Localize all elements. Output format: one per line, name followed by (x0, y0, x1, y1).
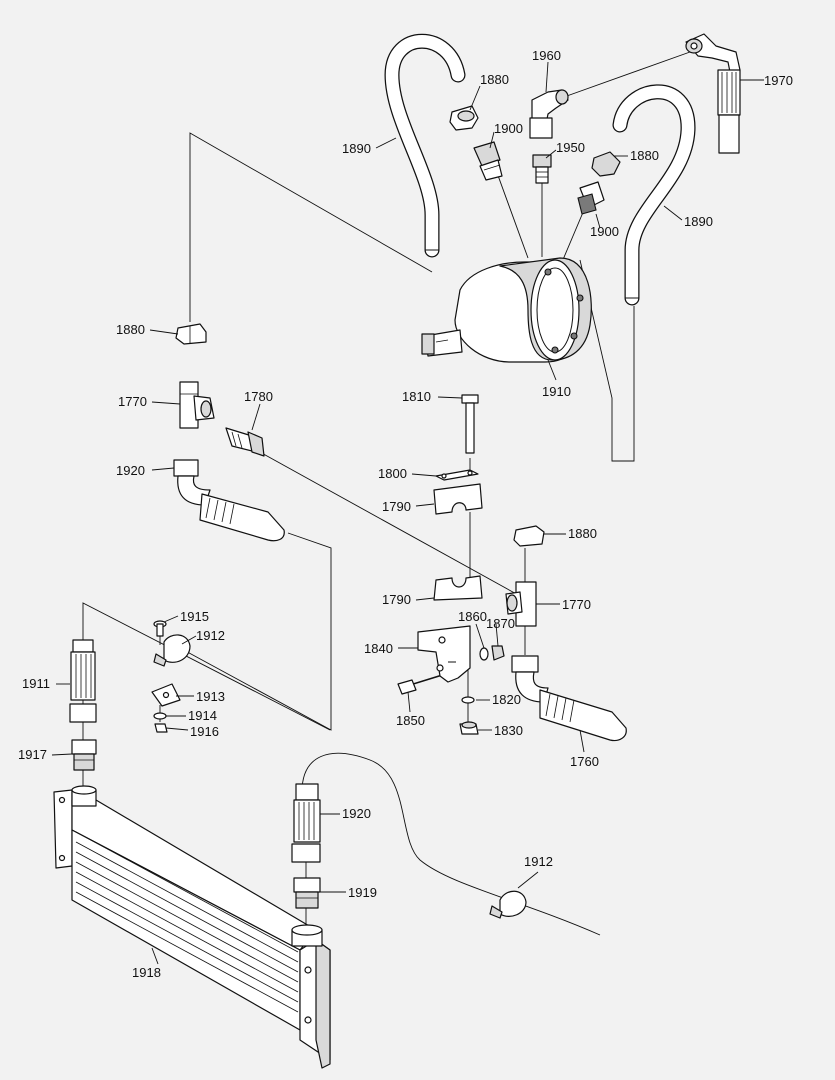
label-1960: 1960 (532, 48, 561, 63)
label-1770-b: 1770 (562, 597, 591, 612)
clamp-1790-lower (433, 575, 483, 601)
washer-1914 (153, 712, 167, 720)
label-1900-b: 1900 (590, 224, 619, 239)
hose-1890-right (612, 84, 696, 306)
label-1912-b: 1912 (524, 854, 553, 869)
label-1880-d: 1880 (568, 526, 597, 541)
nut-1870 (491, 645, 505, 661)
clamp-1912-upper (153, 634, 191, 667)
label-1880-b: 1880 (630, 148, 659, 163)
adapter-1900-right (577, 181, 605, 215)
hose-1970 (685, 33, 741, 154)
screw-1915 (153, 620, 167, 637)
label-1790-a: 1790 (382, 499, 411, 514)
label-1800: 1800 (378, 466, 407, 481)
label-1913: 1913 (196, 689, 225, 704)
label-1916: 1916 (190, 724, 219, 739)
label-1880-a: 1880 (480, 72, 509, 87)
label-1780: 1780 (244, 389, 273, 404)
label-1770-a: 1770 (118, 394, 147, 409)
hose-1920-lower (291, 783, 321, 863)
bracket-1840 (417, 625, 471, 683)
hose-1760 (511, 655, 627, 742)
label-1912-a: 1912 (196, 628, 225, 643)
label-1920-b: 1920 (342, 806, 371, 821)
tee-1770-left (179, 381, 215, 429)
pump-1910 (421, 257, 592, 363)
label-1915: 1915 (180, 609, 209, 624)
label-1830: 1830 (494, 723, 523, 738)
adapter-1780 (225, 427, 265, 457)
hose-1920-upper (173, 459, 285, 542)
label-1860: 1860 (458, 609, 487, 624)
nut-1880-top-left (449, 105, 479, 131)
label-1919: 1919 (348, 885, 377, 900)
part-labels: 1890 1880 1960 1970 1900 1950 1880 1900 … (18, 48, 793, 980)
label-1870: 1870 (486, 616, 515, 631)
adapter-1917 (71, 739, 97, 771)
nut-1916 (154, 723, 168, 733)
label-1911: 1911 (22, 676, 50, 691)
nut-1830 (459, 721, 479, 735)
nut-1880-left (175, 323, 207, 345)
label-1910: 1910 (542, 384, 571, 399)
label-1790-b: 1790 (382, 592, 411, 607)
label-1917: 1917 (18, 747, 47, 762)
label-1840: 1840 (364, 641, 393, 656)
bracket-1913 (151, 683, 181, 707)
hose-1890-left (384, 33, 466, 258)
label-1850: 1850 (396, 713, 425, 728)
elbow-1960 (529, 89, 569, 139)
adapter-1950 (532, 154, 552, 184)
clamp-1790-upper (433, 483, 483, 515)
label-1900-a: 1900 (494, 121, 523, 136)
callout-leaders (51, 61, 764, 965)
adapter-1900-left (473, 141, 503, 181)
label-1920-a: 1920 (116, 463, 145, 478)
bolt-1810 (461, 394, 479, 454)
label-1820: 1820 (492, 692, 521, 707)
label-1970: 1970 (764, 73, 793, 88)
washer-1820 (461, 696, 475, 704)
label-1914: 1914 (188, 708, 217, 723)
label-1810: 1810 (402, 389, 431, 404)
oil-cooler-1918 (53, 785, 331, 1069)
label-1890-left: 1890 (342, 141, 371, 156)
bolt-1850 (397, 675, 441, 695)
label-1918: 1918 (132, 965, 161, 980)
hose-1911 (69, 639, 97, 723)
nut-1880-top-right (591, 151, 621, 177)
tee-1770-right (505, 581, 537, 627)
clamp-1912-lower (489, 890, 527, 919)
washer-1860 (479, 647, 489, 661)
adapter-1919 (293, 877, 321, 909)
label-1880-c: 1880 (116, 322, 145, 337)
label-1760: 1760 (570, 754, 599, 769)
label-1950: 1950 (556, 140, 585, 155)
plate-1800 (435, 469, 479, 481)
nut-1880-right (513, 525, 545, 547)
label-1890-right: 1890 (684, 214, 713, 229)
